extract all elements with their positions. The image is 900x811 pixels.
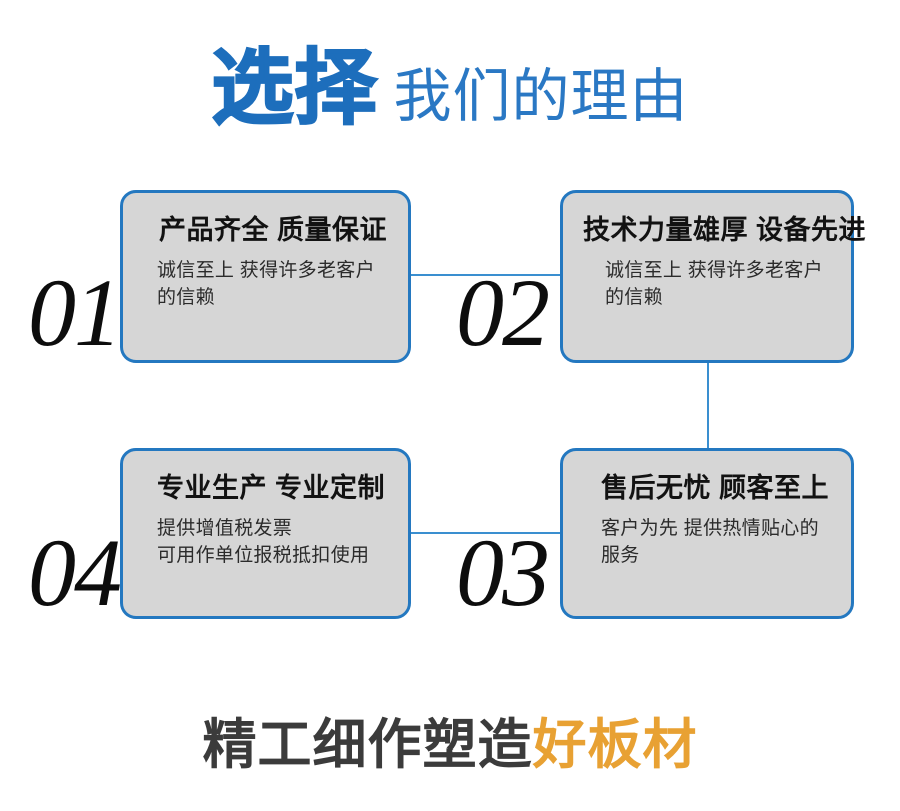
card-number-04: 04 [28,519,122,626]
page-footer: 精工细作塑造 好板材 [0,700,900,790]
reason-card-03-body: 客户为先 提供热情贴心的服务 [601,518,819,567]
page-header: 选择 我们的理由 [0,43,900,158]
reason-card-01-title: 产品齐全 质量保证 [159,215,388,245]
footer-text-dark: 精工细作塑造 [202,715,533,775]
card-number-03: 03 [456,519,550,626]
card-number-01: 01 [28,259,122,366]
page-title-strong: 选择 [210,43,378,134]
reason-card-01-body: 诚信至上 获得许多老客户的信赖 [157,260,375,309]
card-number-02: 02 [456,259,550,366]
reason-card-02-body: 诚信至上 获得许多老客户的信赖 [605,260,823,309]
reason-card-03-title: 售后无忧 顾客至上 [601,473,830,503]
connector-card4-card3 [411,532,560,534]
reason-card-02[interactable]: 技术力量雄厚 设备先进 诚信至上 获得许多老客户的信赖 [560,190,867,363]
footer-text-accent: 好板材 [532,715,698,775]
reason-card-04-body: 提供增值税发票可用作单位报税抵扣使用 [157,518,370,567]
reason-card-03[interactable]: 售后无忧 顾客至上 客户为先 提供热情贴心的服务 [560,448,854,619]
connector-card2-card3 [707,363,709,448]
reason-card-04-title: 专业生产 专业定制 [157,473,386,503]
connector-card1-card2 [411,274,560,276]
reason-card-01[interactable]: 产品齐全 质量保证 诚信至上 获得许多老客户的信赖 [120,190,411,363]
reason-card-02-title: 技术力量雄厚 设备先进 [583,215,867,245]
reason-card-04[interactable]: 专业生产 专业定制 提供增值税发票可用作单位报税抵扣使用 [120,448,411,619]
page-title-light: 我们的理由 [393,64,689,129]
